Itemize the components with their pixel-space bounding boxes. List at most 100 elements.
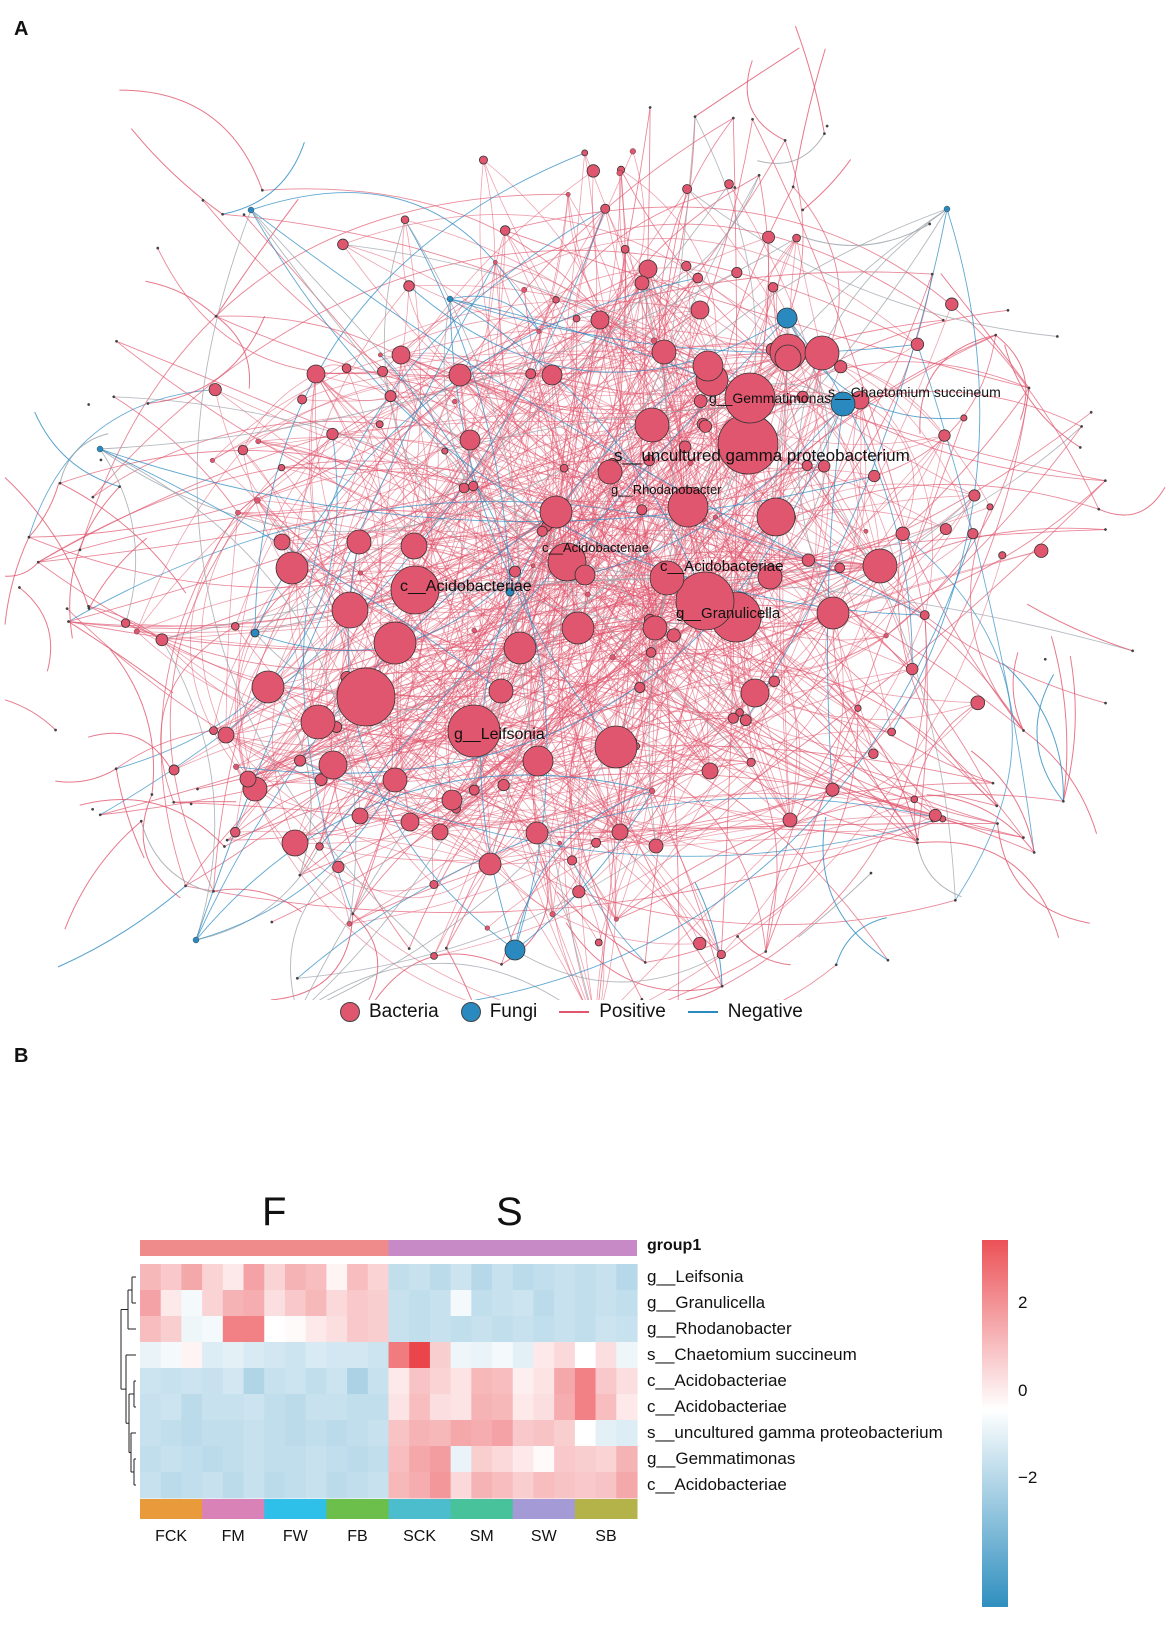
network-edge: [832, 612, 918, 840]
bacteria-node: [651, 339, 677, 365]
network-edge: [254, 365, 709, 790]
bacteria-node: [536, 525, 548, 537]
panel-a-letter: A: [14, 18, 29, 40]
network-edge: [526, 352, 823, 655]
heatmap-cell: [202, 1368, 224, 1395]
network-edge: [715, 186, 936, 816]
network-edge: [130, 128, 223, 215]
group-title: group1: [647, 1237, 702, 1254]
heatmap-cell: [264, 1342, 286, 1369]
network-edge: [995, 334, 1027, 420]
bacteria-node: [326, 427, 339, 441]
network-edge: [157, 247, 383, 375]
heatmap-cell: [429, 1446, 452, 1473]
bacteria-node: [315, 842, 324, 851]
network-edge: [237, 512, 791, 821]
network-edge: [647, 268, 913, 670]
heatmap-cell: [326, 1420, 348, 1447]
network-edge: [278, 696, 312, 876]
heatmap-cell: [471, 1342, 493, 1369]
network-edge: [359, 550, 1042, 817]
bacteria-node: [906, 662, 919, 676]
network-edge: [254, 733, 504, 790]
bacteria-node: [645, 647, 657, 658]
network-edge: [616, 387, 1030, 920]
network-leaf-node: [87, 403, 91, 406]
heatmap-cell: [160, 1316, 183, 1343]
network-edge: [730, 576, 771, 721]
network-edge: [250, 209, 925, 616]
heatmap-cell: [367, 1446, 390, 1473]
network-edge: [754, 304, 953, 694]
network-edge: [663, 344, 974, 534]
network-edge: [413, 272, 737, 547]
network-leaf-node: [731, 116, 735, 120]
network-edge: [425, 374, 521, 649]
heatmap-cell: [367, 1342, 390, 1369]
heatmap-cell: [471, 1446, 493, 1473]
heatmap-cell: [574, 1394, 597, 1421]
network-edge: [352, 400, 701, 914]
network-leaf-node: [1043, 657, 1047, 661]
network-edge: [1098, 487, 1166, 516]
bacteria-node: [561, 611, 595, 645]
network-edge: [536, 832, 605, 1000]
fungi-node: [446, 295, 454, 303]
heatmap-cell: [554, 1290, 576, 1317]
heatmap-cell: [160, 1420, 183, 1447]
network-edge: [792, 48, 826, 187]
sample-label: SW: [530, 1528, 557, 1545]
network-edge: [663, 188, 994, 784]
bacteria-node: [712, 514, 718, 520]
network-edge: [222, 142, 305, 215]
network-edge: [408, 285, 788, 373]
heatmap-cell: [160, 1342, 183, 1369]
heatmap-cell: [388, 1472, 410, 1499]
network-edge: [215, 315, 543, 532]
network-edge: [694, 881, 723, 987]
bacteria-node: [834, 562, 845, 574]
network-edge: [772, 287, 1106, 704]
network-edge: [68, 621, 236, 629]
heatmap-cell: [595, 1446, 617, 1473]
heatmap-cell: [512, 1368, 535, 1395]
bacteria-node: [740, 678, 770, 708]
bacteria-node: [488, 678, 514, 704]
network-edge: [349, 831, 621, 925]
network-edge: [685, 985, 723, 1000]
network-edge: [242, 373, 317, 451]
network-edge: [503, 506, 693, 786]
bacteria-node: [522, 745, 554, 777]
heatmap-cell: [160, 1446, 183, 1473]
network-edge: [451, 795, 621, 833]
bacteria-node: [796, 390, 809, 403]
network-leaf-node: [156, 246, 160, 250]
network-node-label: g__Leifsonia: [454, 726, 545, 743]
network-edge: [835, 917, 887, 965]
network-node-label: g__Rhodanobacter: [611, 482, 722, 497]
bacteria-node: [678, 440, 692, 454]
bacteria-node: [968, 489, 981, 502]
bacteria-node: [667, 486, 709, 528]
heatmap-row-label: c__Acidobacteriae: [647, 1397, 787, 1416]
network-leaf-node: [953, 898, 957, 902]
network-edge: [449, 298, 706, 602]
network-edge: [360, 374, 553, 574]
network-leaf-node: [18, 586, 21, 589]
heatmap-cell: [388, 1446, 410, 1473]
heatmap-cell: [202, 1264, 224, 1291]
network-edge: [503, 604, 834, 786]
network-leaf-node: [223, 845, 226, 848]
network-edge: [195, 846, 320, 941]
network-leaf-node: [444, 946, 448, 950]
network-edge: [317, 319, 601, 723]
heatmap-cell: [181, 1446, 203, 1473]
network-edge: [505, 206, 1100, 510]
heatmap-cell: [595, 1472, 617, 1499]
network-leaf-node: [640, 997, 644, 1000]
sample-annotation-cell: [140, 1499, 203, 1519]
network-edge: [215, 315, 790, 412]
network-edge: [250, 192, 540, 332]
heatmap-cell: [554, 1342, 576, 1369]
bacteria-node: [557, 840, 563, 846]
